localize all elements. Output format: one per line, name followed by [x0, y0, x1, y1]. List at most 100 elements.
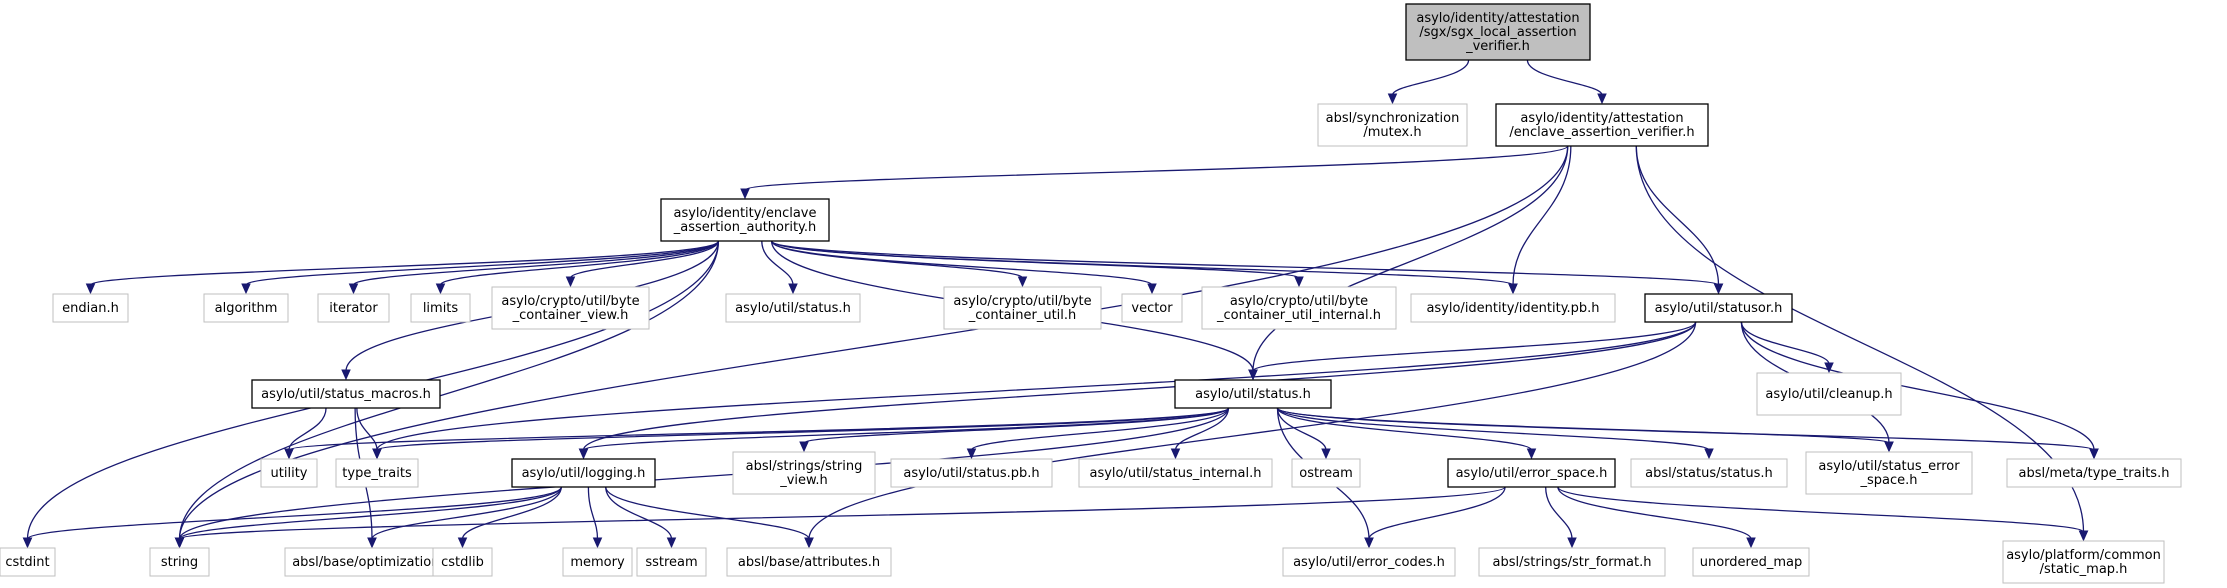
node-type-traits: type_traits — [335, 458, 419, 488]
node-label: string — [161, 555, 198, 570]
edge-arrowhead — [1526, 448, 1537, 460]
node-label: asylo/util/status_macros.h — [261, 387, 431, 402]
node-logging[interactable]: asylo/util/logging.h — [511, 458, 656, 488]
node-label: asylo/platform/common — [2006, 548, 2161, 563]
node-identitypb: asylo/identity/identity.pb.h — [1410, 293, 1616, 323]
node-label: /enclave_assertion_verifier.h — [1509, 125, 1694, 140]
edge-arrowhead — [966, 448, 977, 460]
edge-logging-to-sstream — [605, 486, 673, 540]
node-cleanup: asylo/util/cleanup.h — [1756, 372, 1902, 416]
edge-status_macros-to-type_traits — [356, 407, 378, 451]
node-string: string — [149, 547, 210, 577]
node-label: asylo/util/status.h — [735, 301, 851, 316]
node-cstdlib: cstdlib — [432, 547, 493, 577]
node-optimization: absl/base/optimization.h — [284, 547, 460, 577]
node-sstream: sstream — [636, 547, 707, 577]
node-label: absl/strings/str_format.h — [1493, 555, 1652, 570]
node-label: type_traits — [342, 466, 412, 481]
node-statusor[interactable]: asylo/util/statusor.h — [1644, 293, 1793, 323]
edge-logging-to-memory — [587, 486, 599, 540]
node-label: asylo/util/error_codes.h — [1293, 555, 1445, 570]
node-label: /sgx/sgx_local_assertion — [1419, 25, 1576, 40]
node-label: vector — [1131, 301, 1173, 316]
node-box — [149, 547, 210, 577]
edge-eav-to-identitypb — [1512, 145, 1572, 286]
edge-arrowhead — [348, 283, 359, 295]
node-meta-tt: absl/meta/type_traits.h — [2006, 458, 2182, 488]
node-label: asylo/util/status_error — [1818, 459, 1960, 474]
node-box — [317, 293, 390, 323]
node-box — [203, 293, 289, 323]
node-box — [1410, 293, 1616, 323]
node-label: asylo/identity/attestation — [1416, 11, 1579, 26]
edge-arrowhead — [804, 537, 814, 549]
edge-statusor-to-logging — [582, 321, 1697, 451]
node-attributes: absl/base/attributes.h — [726, 547, 892, 577]
node-label: _view.h — [779, 473, 828, 488]
edge-arrowhead — [740, 188, 750, 200]
edge-error_space-to-static_map — [1557, 486, 2085, 533]
node-label: /mutex.h — [1363, 125, 1421, 140]
edge-error_space-to-str_format — [1545, 486, 1573, 540]
node-statuspb: asylo/util/status.pb.h — [890, 458, 1053, 488]
node-status-error-space: asylo/util/status_error_space.h — [1805, 451, 1973, 495]
nodes-layer: asylo/identity/attestation/sgx/sgx_local… — [0, 3, 2182, 584]
node-endian: endian.h — [52, 293, 129, 323]
node-box — [1756, 372, 1902, 416]
edge-arrowhead — [1294, 276, 1304, 288]
node-eaa[interactable]: asylo/identity/enclave_assertion_authori… — [660, 198, 830, 242]
node-algorithm: algorithm — [203, 293, 289, 323]
node-label: asylo/util/cleanup.h — [1765, 387, 1892, 402]
node-status-macros[interactable]: asylo/util/status_macros.h — [251, 379, 441, 409]
edge-arrowhead — [435, 283, 446, 295]
node-error-space[interactable]: asylo/util/error_space.h — [1447, 458, 1616, 488]
edge-error_space-to-unordered_map — [1557, 486, 1752, 540]
node-box — [1630, 458, 1788, 488]
node-box — [1174, 379, 1332, 409]
node-mutex: absl/synchronization/mutex.h — [1317, 103, 1468, 147]
edge-statusor-to-cleanup — [1740, 321, 1830, 365]
node-box — [432, 547, 493, 577]
node-box — [890, 458, 1053, 488]
node-sgx-local[interactable]: asylo/identity/attestation/sgx/sgx_local… — [1405, 3, 1591, 61]
node-box — [1291, 458, 1361, 488]
node-label: asylo/identity/identity.pb.h — [1426, 301, 1599, 316]
edge-status-to-status_internal — [1174, 407, 1230, 451]
node-vector: vector — [1121, 293, 1183, 323]
edge-arrowhead — [666, 537, 677, 549]
node-label: _assertion_authority.h — [673, 220, 817, 235]
node-box — [1121, 293, 1183, 323]
node-label: _container_util_internal.h — [1216, 308, 1381, 323]
edge-status_macros-to-utility — [288, 407, 327, 451]
edge-arrowhead — [1321, 448, 1331, 460]
edge-logging-to-string — [178, 486, 562, 540]
edge-status-to-abslstatus — [1276, 407, 1710, 451]
node-eav[interactable]: asylo/identity/attestation/enclave_asser… — [1495, 103, 1709, 147]
edge-arrowhead — [799, 441, 809, 453]
edge-arrowhead — [1170, 448, 1181, 460]
node-label: limits — [423, 301, 459, 316]
node-utility: utility — [260, 458, 318, 488]
node-box — [335, 458, 419, 488]
node-label: _space.h — [1859, 473, 1917, 488]
edge-arrowhead — [1147, 283, 1157, 295]
node-label: _container_util.h — [968, 308, 1077, 323]
edge-eaa-to-bcview — [569, 240, 720, 279]
node-box — [1644, 293, 1793, 323]
node-bcview: asylo/crypto/util/byte_container_view.h — [491, 286, 650, 330]
edge-arrowhead — [174, 537, 185, 549]
edge-arrowhead — [578, 448, 589, 460]
edge-arrowhead — [1746, 537, 1756, 549]
edge-eaa-to-status_h_ext — [761, 240, 794, 286]
node-error-codes: asylo/util/error_codes.h — [1282, 547, 1456, 577]
node-label: sstream — [645, 555, 697, 570]
edge-status-to-meta_tt — [1276, 407, 2095, 451]
node-label: utility — [271, 466, 308, 481]
node-box — [251, 379, 441, 409]
node-status[interactable]: asylo/util/status.h — [1174, 379, 1332, 409]
node-label: cstdlib — [441, 555, 484, 570]
node-label: /static_map.h — [2040, 562, 2128, 577]
edge-eaa-to-algorithm — [245, 240, 720, 286]
edge-arrowhead — [1248, 369, 1258, 381]
